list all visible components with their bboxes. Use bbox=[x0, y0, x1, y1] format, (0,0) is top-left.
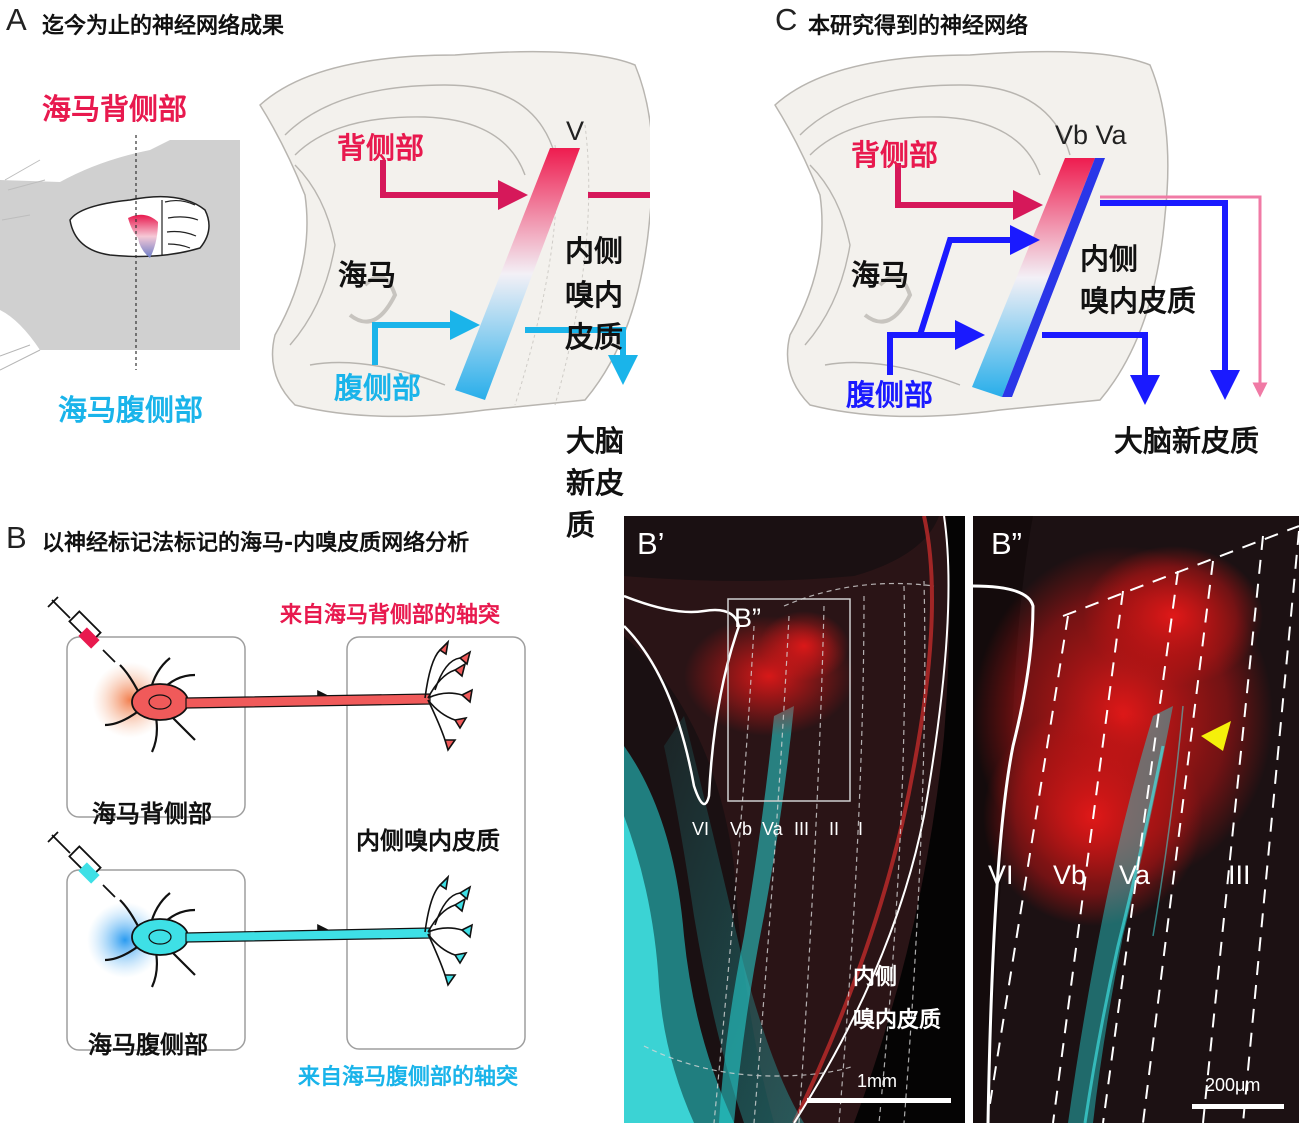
mec-line2-b1: 嗅内皮质 bbox=[853, 1008, 942, 1033]
ventral-neuron-label: 海马腹侧部 bbox=[88, 1031, 208, 1059]
syringe-red bbox=[47, 596, 116, 663]
layer-vi-b2: VI bbox=[988, 860, 1014, 890]
layer-iii-b2: III bbox=[1228, 860, 1251, 890]
mec-line2-c: 嗅内皮质 bbox=[1080, 284, 1197, 318]
panel-a: A 迄今为止的神经网络成果 海马背侧部 海马腹侧部 bbox=[0, 0, 650, 542]
ventral-axon-label: 来自海马腹侧部的轴突 bbox=[298, 1065, 519, 1090]
ventral-label-c: 腹侧部 bbox=[846, 378, 934, 412]
scale-label-b1: 1mm bbox=[857, 1071, 897, 1091]
layer-i-b1: I bbox=[858, 819, 864, 839]
layer-label-a: V bbox=[566, 116, 585, 146]
panel-b-letter: B bbox=[6, 520, 27, 555]
mec-line1-b1: 内侧 bbox=[853, 965, 898, 990]
mec-line2-a: 嗅内皮质 bbox=[565, 278, 624, 354]
tracing-schematic bbox=[47, 596, 526, 1051]
layer-ii-b1: II bbox=[829, 819, 840, 839]
dorsal-label-a: 背侧部 bbox=[337, 131, 425, 165]
layer-vb-b1: Vb bbox=[730, 819, 753, 839]
panel-a-letter: A bbox=[6, 2, 27, 37]
panel-b: B 以神经标记法标记的海马-内嗅皮质网络分析 来自海马背侧部的轴突 来自海马腹侧… bbox=[0, 510, 615, 1129]
brain-section-a bbox=[259, 50, 650, 418]
layer-va-b1: Va bbox=[762, 819, 783, 839]
panel-c-title: 本研究得到的神经网络 bbox=[808, 14, 1029, 39]
layer-vi-b1: VI bbox=[692, 819, 710, 839]
mec-label-b: 内侧嗅内皮质 bbox=[356, 827, 500, 855]
hippocampus-label-c: 海马 bbox=[851, 258, 910, 292]
brain-section-c bbox=[774, 50, 1268, 418]
mouse-dorsal-label: 海马背侧部 bbox=[42, 92, 188, 126]
panel-b-double-prime: B” VI Vb Va III 200μm bbox=[973, 516, 1299, 1123]
layer-va-b2: Va bbox=[1119, 860, 1151, 890]
layer-vb-b2: Vb bbox=[1053, 860, 1087, 890]
neocortex-label-a: 大脑新皮质 bbox=[566, 424, 625, 542]
panel-c: C 本研究得到的神经网络 bbox=[650, 0, 1299, 480]
layer-label-c: Vb Va bbox=[1055, 120, 1127, 150]
hippocampus-label-a: 海马 bbox=[338, 258, 397, 292]
panel-c-letter: C bbox=[775, 2, 798, 37]
neocortex-label-c: 大脑新皮质 bbox=[1114, 424, 1260, 458]
panel-b-title: 以神经标记法标记的海马-内嗅皮质网络分析 bbox=[42, 531, 470, 556]
inset-label: B” bbox=[734, 603, 761, 633]
panel-b1-letter: B’ bbox=[637, 526, 665, 561]
panel-a-title: 迄今为止的神经网络成果 bbox=[42, 14, 285, 39]
scale-label-b2: 200μm bbox=[1205, 1075, 1261, 1095]
ventral-label-a: 腹侧部 bbox=[334, 371, 422, 405]
overview-micrograph bbox=[624, 516, 965, 1123]
mec-line1-a: 内侧 bbox=[565, 234, 624, 268]
mouse-head-diagram bbox=[0, 135, 240, 371]
dorsal-axon-label: 来自海马背侧部的轴突 bbox=[280, 603, 501, 628]
dorsal-label-c: 背侧部 bbox=[851, 138, 939, 172]
mouse-ventral-label: 海马腹侧部 bbox=[58, 393, 204, 427]
mec-line1-c: 内侧 bbox=[1080, 242, 1139, 276]
syringe-cyan bbox=[47, 831, 116, 898]
panel-b2-letter: B” bbox=[991, 526, 1022, 561]
zoom-micrograph bbox=[973, 516, 1299, 1123]
panel-b-prime: B’ B” VI Vb Va III II I 内侧 嗅内皮质 1mm bbox=[624, 516, 965, 1123]
layer-iii-b1: III bbox=[794, 819, 810, 839]
dorsal-neuron-label: 海马背侧部 bbox=[92, 800, 212, 828]
